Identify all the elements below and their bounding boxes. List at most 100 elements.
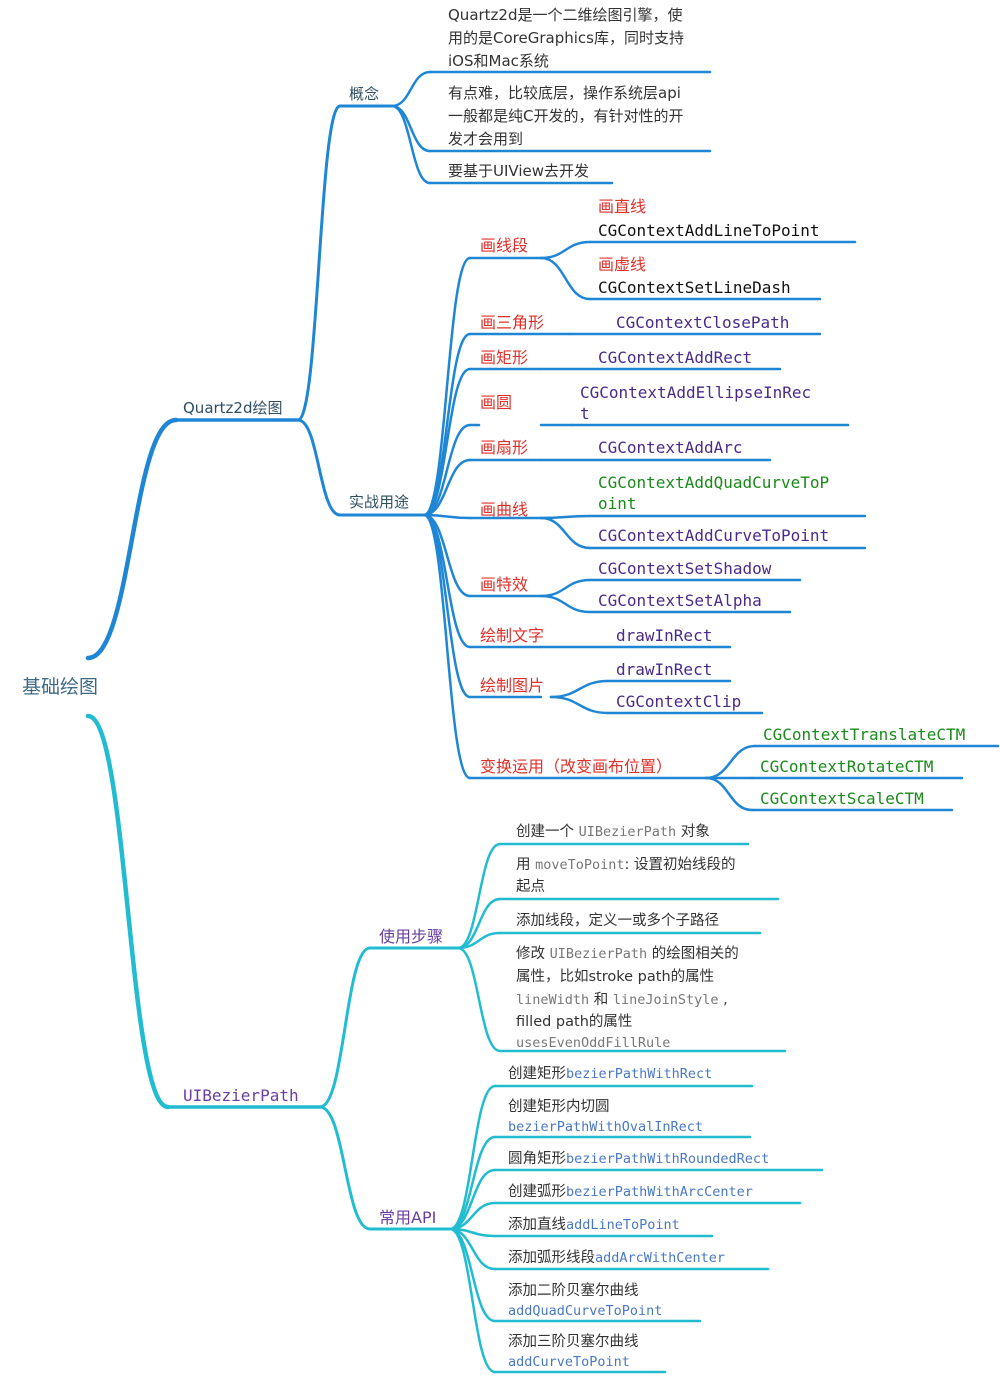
connector <box>456 842 502 950</box>
connector <box>85 417 179 661</box>
practice-curve[interactable]: 画曲线 <box>480 500 529 519</box>
root-topic[interactable]: 基础绘图 <box>22 676 99 698</box>
api-3-code: bezierPathWithRoundedRect <box>566 1151 770 1167</box>
api-2-code: bezierPathWithOvalInRect <box>508 1119 704 1135</box>
step-4-l1-code: UIBezierPath <box>549 946 648 962</box>
effect-api1: CGContextSetShadow <box>598 559 772 578</box>
topic-common-api[interactable]: 常用API <box>379 1208 437 1227</box>
step-2-line2: 起点 <box>516 879 545 895</box>
connector <box>422 256 472 517</box>
connector <box>422 367 472 517</box>
api-6-text: 添加弧形线段 <box>508 1250 595 1266</box>
api-5-text: 添加直线 <box>508 1217 566 1233</box>
topic-concept[interactable]: 概念 <box>349 85 380 103</box>
connector <box>85 713 171 1110</box>
triangle-api: CGContextClosePath <box>616 313 790 332</box>
connector <box>539 240 592 260</box>
api-5: 添加直线addLineToPoint <box>508 1214 680 1237</box>
api-3: 圆角矩形bezierPathWithRoundedRect <box>508 1148 769 1171</box>
api-1: 创建矩形bezierPathWithRect <box>508 1063 712 1086</box>
image-api1: drawInRect <box>616 660 713 679</box>
api-7-code: addQuadCurveToPoint <box>508 1303 663 1319</box>
step-4-line3: lineWidth 和 lineJoinStyle , <box>516 989 728 1012</box>
api-2-text: 创建矩形内切圆 <box>508 1099 610 1115</box>
practice-triangle[interactable]: 画三角形 <box>480 313 545 332</box>
api-4: 创建弧形bezierPathWithArcCenter <box>508 1181 753 1204</box>
api-6-code: addArcWithCenter <box>595 1250 726 1266</box>
connector <box>422 513 472 780</box>
api-4-text: 创建弧形 <box>508 1184 566 1200</box>
text-api: drawInRect <box>616 626 713 645</box>
step-2-pre: 用 <box>516 857 536 873</box>
practice-text[interactable]: 绘制文字 <box>480 626 545 645</box>
api-4-code: bezierPathWithArcCenter <box>566 1184 753 1200</box>
step-4-line5: usesEvenOddFillRule <box>516 1035 671 1051</box>
transform-api1: CGContextTranslateCTM <box>763 725 966 744</box>
step-2-line1: 用 moveToPoint: 设置初始线段的 <box>516 854 736 877</box>
connector <box>390 104 432 185</box>
connector <box>318 946 372 1109</box>
curve-api2: CGContextAddCurveToPoint <box>598 526 830 545</box>
practice-image[interactable]: 绘制图片 <box>480 676 545 695</box>
connector <box>539 578 592 598</box>
circle-api-line2: t <box>580 404 590 423</box>
api-5-code: addLineToPoint <box>566 1217 680 1233</box>
line-seg-straight-api: CGContextAddLineToPoint <box>598 221 820 240</box>
connector <box>296 418 342 517</box>
step-4-line4: filled path的属性 <box>516 1014 633 1030</box>
connector <box>296 104 342 422</box>
transform-api2: CGContextRotateCTM <box>760 757 934 776</box>
connector <box>704 776 754 812</box>
api-8-text: 添加三阶贝塞尔曲线 <box>508 1334 639 1350</box>
practice-transform[interactable]: 变换运用（改变画布位置） <box>480 757 673 776</box>
api-1-code: bezierPathWithRect <box>566 1066 713 1082</box>
transform-api3: CGContextScaleCTM <box>760 789 924 808</box>
line-seg-dash-api: CGContextSetLineDash <box>598 278 791 297</box>
step-2-code: moveToPoint <box>535 857 625 873</box>
concept-item-2-line2: 一般都是纯C开发的，有针对性的开 <box>448 107 684 125</box>
connector <box>422 513 472 699</box>
topic-uibezierpath[interactable]: UIBezierPath <box>183 1086 299 1105</box>
step-4-l1-post: 的绘图相关的 <box>647 946 739 962</box>
step-3: 添加线段，定义一或多个子路径 <box>516 913 719 929</box>
practice-effect[interactable]: 画特效 <box>480 575 529 594</box>
api-1-text: 创建矩形 <box>508 1066 566 1082</box>
line-seg-straight-title: 画直线 <box>598 197 647 216</box>
step-1: 创建一个 UIBezierPath 对象 <box>516 821 710 844</box>
effect-api2: CGContextSetAlpha <box>598 591 762 610</box>
step-1-post: 对象 <box>676 824 710 840</box>
practice-circle[interactable]: 画圆 <box>480 393 513 412</box>
connector <box>422 423 472 517</box>
step-1-pre: 创建一个 <box>516 824 579 840</box>
step-4-l3-code2: lineJoinStyle <box>612 992 719 1008</box>
practice-rect[interactable]: 画矩形 <box>480 348 529 367</box>
rect-api: CGContextAddRect <box>598 348 753 367</box>
topic-practice[interactable]: 实战用途 <box>349 493 410 511</box>
topic-usage-steps[interactable]: 使用步骤 <box>379 927 444 946</box>
connector <box>704 744 757 780</box>
practice-fan[interactable]: 画扇形 <box>480 438 529 457</box>
connector <box>456 946 502 1053</box>
connector <box>539 514 592 520</box>
concept-item-3: 要基于UIView去开发 <box>448 162 589 180</box>
circle-api-line1: CGContextAddEllipseInRec <box>580 383 812 402</box>
connector <box>539 594 592 614</box>
connector <box>539 256 592 301</box>
line-seg-dash-title: 画虚线 <box>598 255 647 274</box>
curve-api1-line1: CGContextAddQuadCurveToP <box>598 473 830 492</box>
topic-quartz2d[interactable]: Quartz2d绘图 <box>183 399 283 417</box>
concept-item-1-line1: Quartz2d是一个二维绘图引擎，使 <box>448 6 683 24</box>
step-4-l3-post: , <box>718 992 728 1008</box>
connector <box>448 1084 497 1231</box>
step-4-line1: 修改 UIBezierPath 的绘图相关的 <box>516 943 739 966</box>
connector <box>448 1227 497 1374</box>
step-4-l3-code1: lineWidth <box>516 992 590 1008</box>
api-6: 添加弧形线段addArcWithCenter <box>508 1247 725 1270</box>
connector <box>422 458 472 517</box>
concept-item-1-line3: iOS和Mac系统 <box>448 52 549 70</box>
practice-line-segment[interactable]: 画线段 <box>480 236 529 255</box>
api-7-text: 添加二阶贝塞尔曲线 <box>508 1283 639 1299</box>
connector <box>539 516 592 550</box>
